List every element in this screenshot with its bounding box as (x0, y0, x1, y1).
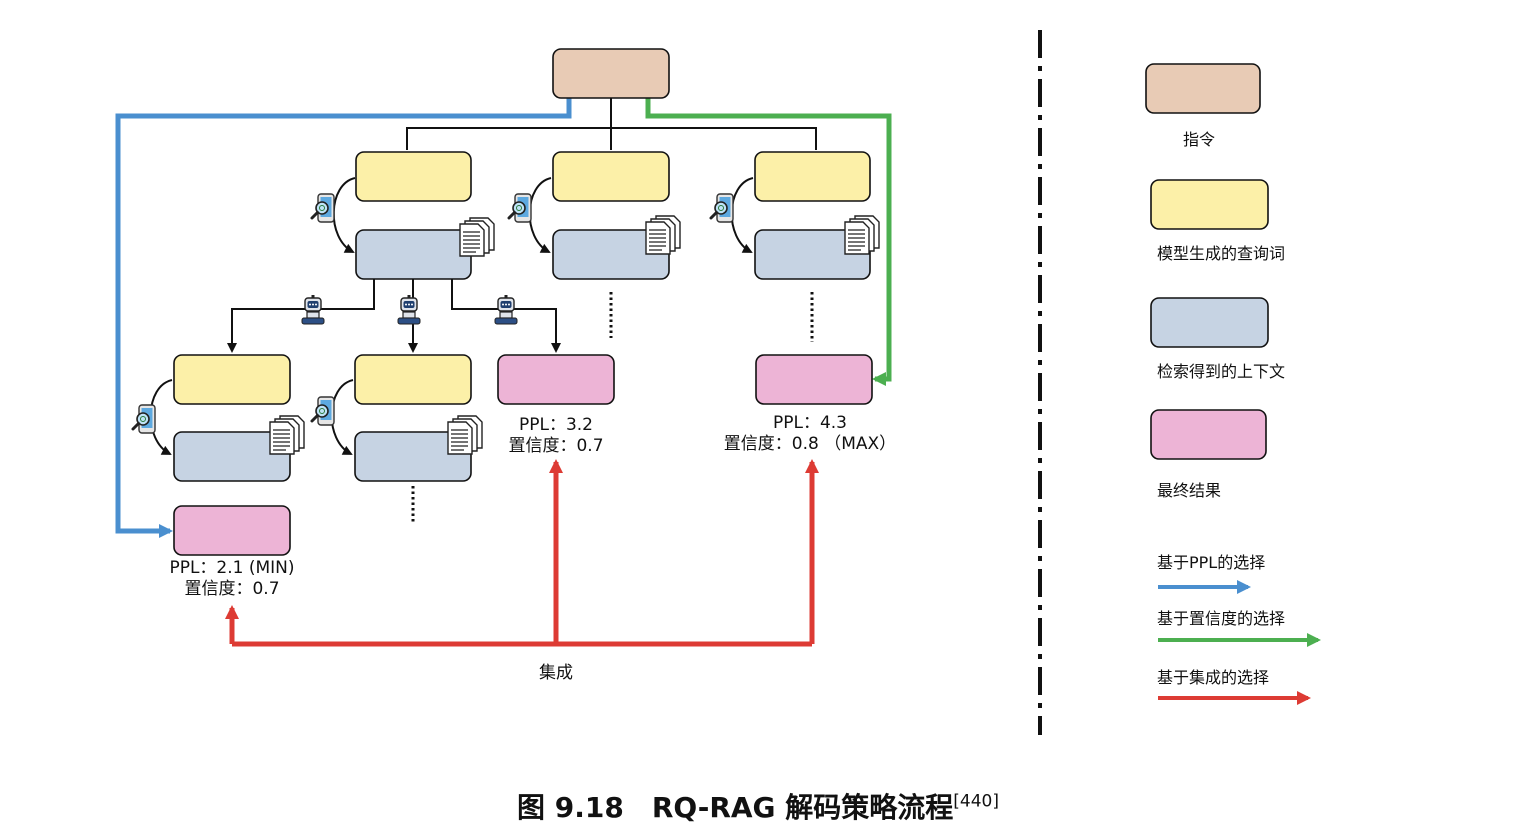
final-result-box (173, 505, 291, 556)
document-stack-icon (459, 217, 495, 257)
robot-icon (301, 294, 325, 325)
outcome-3-confidence: 置信度：0.8 （MAX） (723, 434, 897, 454)
document-stack-icon (269, 415, 305, 455)
document-stack-icon (844, 215, 880, 255)
query-box (173, 354, 291, 405)
legend-ensemble-label: 基于集成的选择 (1157, 668, 1270, 687)
ensemble-selection-arrows (225, 459, 819, 647)
context-box (754, 229, 871, 280)
search-phone-icon (507, 192, 533, 224)
final-result-box (755, 354, 873, 405)
context-box (355, 229, 472, 280)
figure-caption: 图 9.18 RQ-RAG 解码策略流程[440] (0, 786, 1516, 826)
outcome-1-ppl: PPL：2.1 (MIN) (169, 558, 295, 578)
document-stack-icon (645, 215, 681, 255)
query-box (754, 151, 871, 202)
outcome-3-ppl: PPL：4.3 (772, 413, 847, 433)
ensemble-label: 集成 (539, 663, 573, 683)
figure-caption-ref: [440] (953, 791, 1000, 812)
instruction-box (552, 48, 670, 99)
context-box (354, 431, 472, 482)
outcome-1-confidence: 置信度：0.7 (184, 579, 280, 599)
figure-caption-text: 图 9.18 RQ-RAG 解码策略流程 (516, 791, 954, 824)
search-phone-icon (709, 192, 735, 224)
legend-instruction-swatch (1145, 63, 1261, 114)
robot-icon (494, 294, 518, 325)
continuation-dots (411, 292, 814, 524)
legend-final-swatch (1150, 409, 1267, 460)
outcome-2-confidence: 置信度：0.7 (508, 436, 604, 456)
legend-query-swatch (1150, 179, 1269, 230)
ppl-selection-arrow (115, 98, 572, 538)
legend-context-label: 检索得到的上下文 (1157, 362, 1286, 381)
confidence-selection-arrow (645, 98, 892, 386)
legend-instruction-label: 指令 (1183, 130, 1216, 149)
search-phone-icon (310, 395, 336, 427)
query-box (354, 354, 472, 405)
legend-confidence-label: 基于置信度的选择 (1157, 609, 1286, 628)
legend-context-swatch (1150, 297, 1269, 348)
legend-final-label: 最终结果 (1157, 481, 1222, 500)
document-stack-icon (447, 415, 483, 455)
robot-icon (397, 294, 421, 325)
search-phone-icon (131, 403, 157, 435)
context-box (173, 431, 291, 482)
legend-ppl-label: 基于PPL的选择 (1157, 553, 1266, 572)
query-box (355, 151, 472, 202)
legend-query-label: 模型生成的查询词 (1157, 244, 1286, 263)
search-phone-icon (310, 192, 336, 224)
final-result-box (497, 354, 615, 405)
query-box (552, 151, 670, 202)
outcome-2-ppl: PPL：3.2 (518, 415, 593, 435)
